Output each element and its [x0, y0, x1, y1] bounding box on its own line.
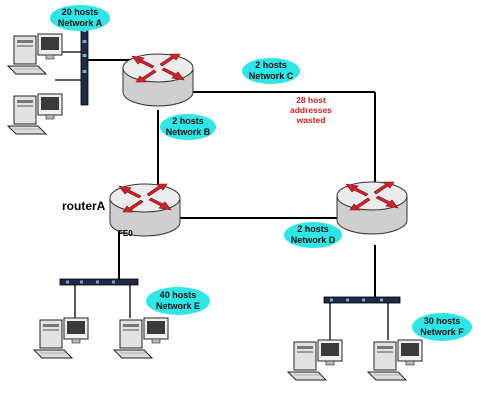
switch-icon: [80, 24, 89, 106]
workstation-icon[interactable]: [33, 317, 89, 359]
workstation-icon[interactable]: [7, 93, 63, 135]
svg-text:Network D: Network D: [291, 235, 336, 245]
svg-text:Network F: Network F: [420, 327, 464, 337]
network-c-label: 2 hosts Network C: [242, 58, 300, 84]
svg-text:20 hosts: 20 hosts: [62, 7, 99, 17]
network-e-label: 40 hosts Network E: [146, 287, 210, 315]
svg-text:Network A: Network A: [58, 18, 103, 28]
router-a-label: routerA: [62, 199, 106, 213]
wasted-annotation: 28 host addresses wasted: [290, 95, 332, 125]
workstation-icon[interactable]: [367, 339, 423, 381]
svg-text:30 hosts: 30 hosts: [424, 316, 461, 326]
port-fe0-label: FE0: [118, 229, 133, 238]
svg-text:Network C: Network C: [249, 71, 294, 81]
svg-text:40 hosts: 40 hosts: [160, 290, 197, 300]
router-icon[interactable]: [336, 181, 408, 235]
svg-text:wasted: wasted: [296, 115, 326, 125]
workstation-icon[interactable]: [287, 339, 343, 381]
workstation-icon[interactable]: [7, 33, 63, 75]
network-f-label: 30 hosts Network F: [412, 313, 472, 341]
network-a-label: 20 hosts Network A: [50, 5, 110, 31]
switch-icon: [59, 278, 139, 286]
network-d-label: 2 hosts Network D: [284, 222, 342, 248]
switch-icon: [323, 296, 401, 304]
svg-text:28 host: 28 host: [296, 95, 326, 105]
svg-text:Network B: Network B: [166, 127, 211, 137]
svg-text:2 hosts: 2 hosts: [172, 116, 204, 126]
workstation-icon[interactable]: [113, 317, 169, 359]
svg-text:2 hosts: 2 hosts: [297, 224, 329, 234]
svg-text:addresses: addresses: [290, 105, 332, 115]
network-b-label: 2 hosts Network B: [160, 114, 216, 140]
router-icon[interactable]: [122, 53, 194, 107]
svg-text:2 hosts: 2 hosts: [255, 60, 287, 70]
svg-text:Network E: Network E: [156, 301, 200, 311]
